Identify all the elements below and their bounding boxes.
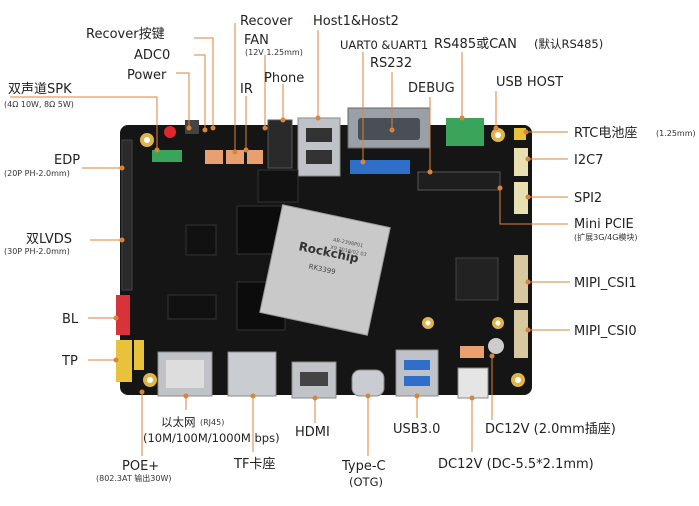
speaker-connector xyxy=(152,150,182,162)
rs485-terminal xyxy=(446,118,484,146)
tp-connector xyxy=(116,340,132,382)
i2c7-header xyxy=(514,148,528,176)
label-rtc-spec: (1.25mm) xyxy=(656,129,696,138)
label-recover: Recover xyxy=(240,14,293,29)
leader-lines xyxy=(10,23,570,456)
typec-port xyxy=(351,369,385,397)
label-mini-pcie-note: (扩展3G/4G模块) xyxy=(574,232,638,242)
dc-2mm-socket xyxy=(460,346,484,358)
label-adc0: ADC0 xyxy=(134,48,170,63)
eth-phy-chip xyxy=(455,257,499,301)
label-typec-note: (OTG) xyxy=(349,475,383,489)
label-fan-spec: (12V 1.25mm) xyxy=(245,48,303,57)
label-debug: DEBUG xyxy=(408,81,455,96)
power-led xyxy=(164,126,176,138)
pcb-board: Rockchip RK3399 AB-2398P01 X9 2018/02 03 xyxy=(116,107,532,399)
label-poe-spec: (802.3AT 输出30W) xyxy=(96,473,172,483)
label-mini-pcie: Mini PCIE xyxy=(574,217,634,232)
mipi-csi1-connector xyxy=(514,255,528,303)
label-ethernet-speed: (10M/100M/1000M bps) xyxy=(143,431,280,445)
usb30-port xyxy=(395,349,439,397)
label-rtc: RTC电池座 xyxy=(574,126,637,141)
label-ethernet-spec: (RJ45) xyxy=(200,418,224,427)
label-ethernet: 以太网 xyxy=(161,415,196,429)
usb-host-dual xyxy=(297,117,341,177)
label-ir: IR xyxy=(240,82,253,97)
dc-jack xyxy=(457,367,489,399)
label-spi2: SPI2 xyxy=(574,191,602,206)
label-host: Host1&Host2 xyxy=(313,14,399,29)
label-lvds-spec: (30P PH-2.0mm) xyxy=(4,247,70,256)
mipi-csi0-connector xyxy=(514,310,528,358)
rtc-battery-socket xyxy=(514,128,526,140)
emmc-chip xyxy=(257,169,299,203)
label-typec: Type-C xyxy=(341,459,386,474)
phone-jack xyxy=(267,119,293,169)
uart-header xyxy=(350,160,410,174)
label-phone: Phone xyxy=(264,71,304,86)
label-usb30: USB3.0 xyxy=(393,422,440,437)
label-mipi-csi1: MIPI_CSI1 xyxy=(574,276,637,291)
soc-chip: Rockchip RK3399 AB-2398P01 X9 2018/02 03 xyxy=(259,204,391,336)
label-rs485: RS485或CAN xyxy=(434,37,517,52)
label-lvds: 双LVDS xyxy=(26,232,72,247)
label-edp: EDP xyxy=(54,153,80,168)
bl-connector xyxy=(116,295,130,335)
mini-pcie-slot xyxy=(417,171,501,191)
label-edp-spec: (20P PH-2.0mm) xyxy=(4,169,70,178)
label-uart: UART0 &UART1 xyxy=(340,38,428,52)
label-poe: POE+ xyxy=(122,459,159,474)
annotation-labels: Recover按键 ADC0 Power 双声道SPK (4Ω 10W, 8Ω … xyxy=(4,14,696,489)
pmic-chip xyxy=(185,224,217,256)
spi2-header xyxy=(514,182,528,214)
label-speaker: 双声道SPK xyxy=(8,82,72,97)
label-bl: BL xyxy=(62,312,79,327)
label-power: Power xyxy=(127,68,167,83)
label-dc12v-a: DC12V (2.0mm插座) xyxy=(485,422,616,437)
label-usb-host: USB HOST xyxy=(496,75,563,90)
label-i2c7: I2C7 xyxy=(574,153,603,168)
label-speaker-spec: (4Ω 10W, 8Ω 5W) xyxy=(4,100,74,109)
tf-card-slot xyxy=(227,351,277,397)
label-mipi-csi0: MIPI_CSI0 xyxy=(574,324,637,339)
label-tf: TF卡座 xyxy=(233,457,275,472)
edp-header xyxy=(121,139,133,291)
label-rs232: RS232 xyxy=(370,56,412,71)
label-fan: FAN xyxy=(244,33,269,48)
label-tp: TP xyxy=(61,354,78,369)
label-rs485-note: (默认RS485) xyxy=(534,37,603,51)
label-hdmi: HDMI xyxy=(295,425,330,440)
label-dc12v-b: DC12V (DC-5.5*2.1mm) xyxy=(438,457,594,472)
label-recover-key: Recover按键 xyxy=(86,27,165,42)
